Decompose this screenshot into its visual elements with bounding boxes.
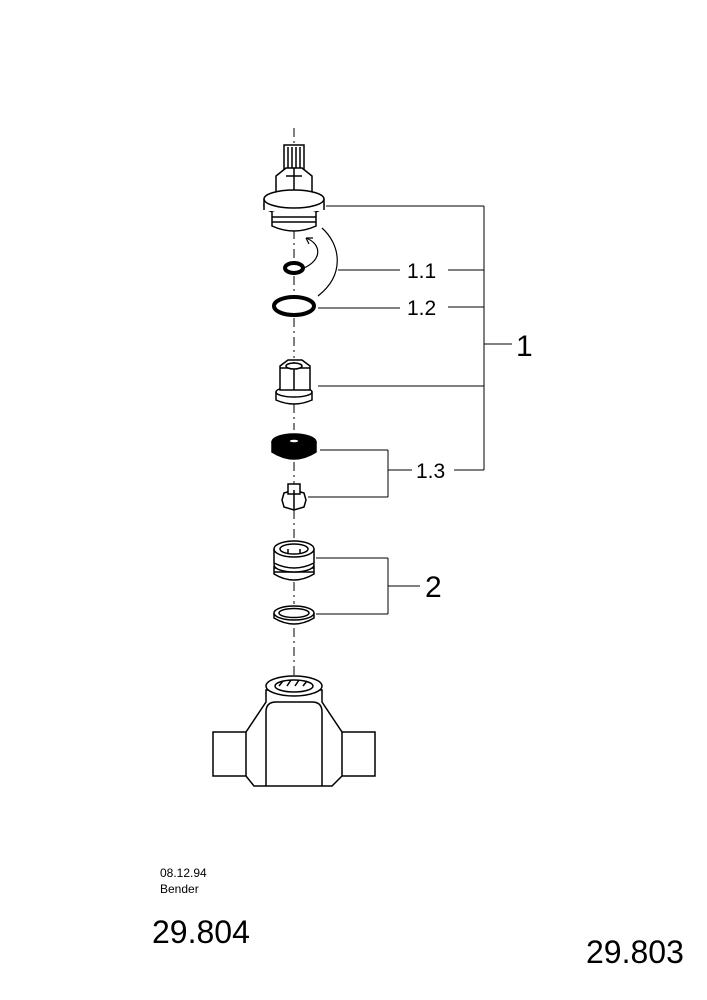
insertion-arrow xyxy=(303,227,338,297)
callout-label-2: 2 xyxy=(425,571,442,604)
headpart-cartridge xyxy=(263,144,325,232)
callout-label-1-1: 1.1 xyxy=(407,260,436,283)
spindle-nut xyxy=(275,359,313,405)
callout-leaders xyxy=(308,205,512,615)
drawing-author: Bender xyxy=(160,882,199,896)
seal-washer xyxy=(271,433,317,460)
part-number-left: 29.804 xyxy=(152,914,250,950)
callout-label-1-3: 1.3 xyxy=(416,460,445,483)
large-o-ring xyxy=(272,295,316,317)
retaining-screw xyxy=(281,483,307,511)
seat-insert xyxy=(273,540,315,581)
small-o-ring xyxy=(283,261,305,275)
valve-body xyxy=(212,675,376,787)
callout-label-1-2: 1.2 xyxy=(407,297,436,320)
part-number-right: 29.803 xyxy=(586,934,684,970)
drawing-date: 08.12.94 xyxy=(160,866,207,880)
seat-ring xyxy=(273,605,315,625)
callout-label-1: 1 xyxy=(516,330,533,363)
